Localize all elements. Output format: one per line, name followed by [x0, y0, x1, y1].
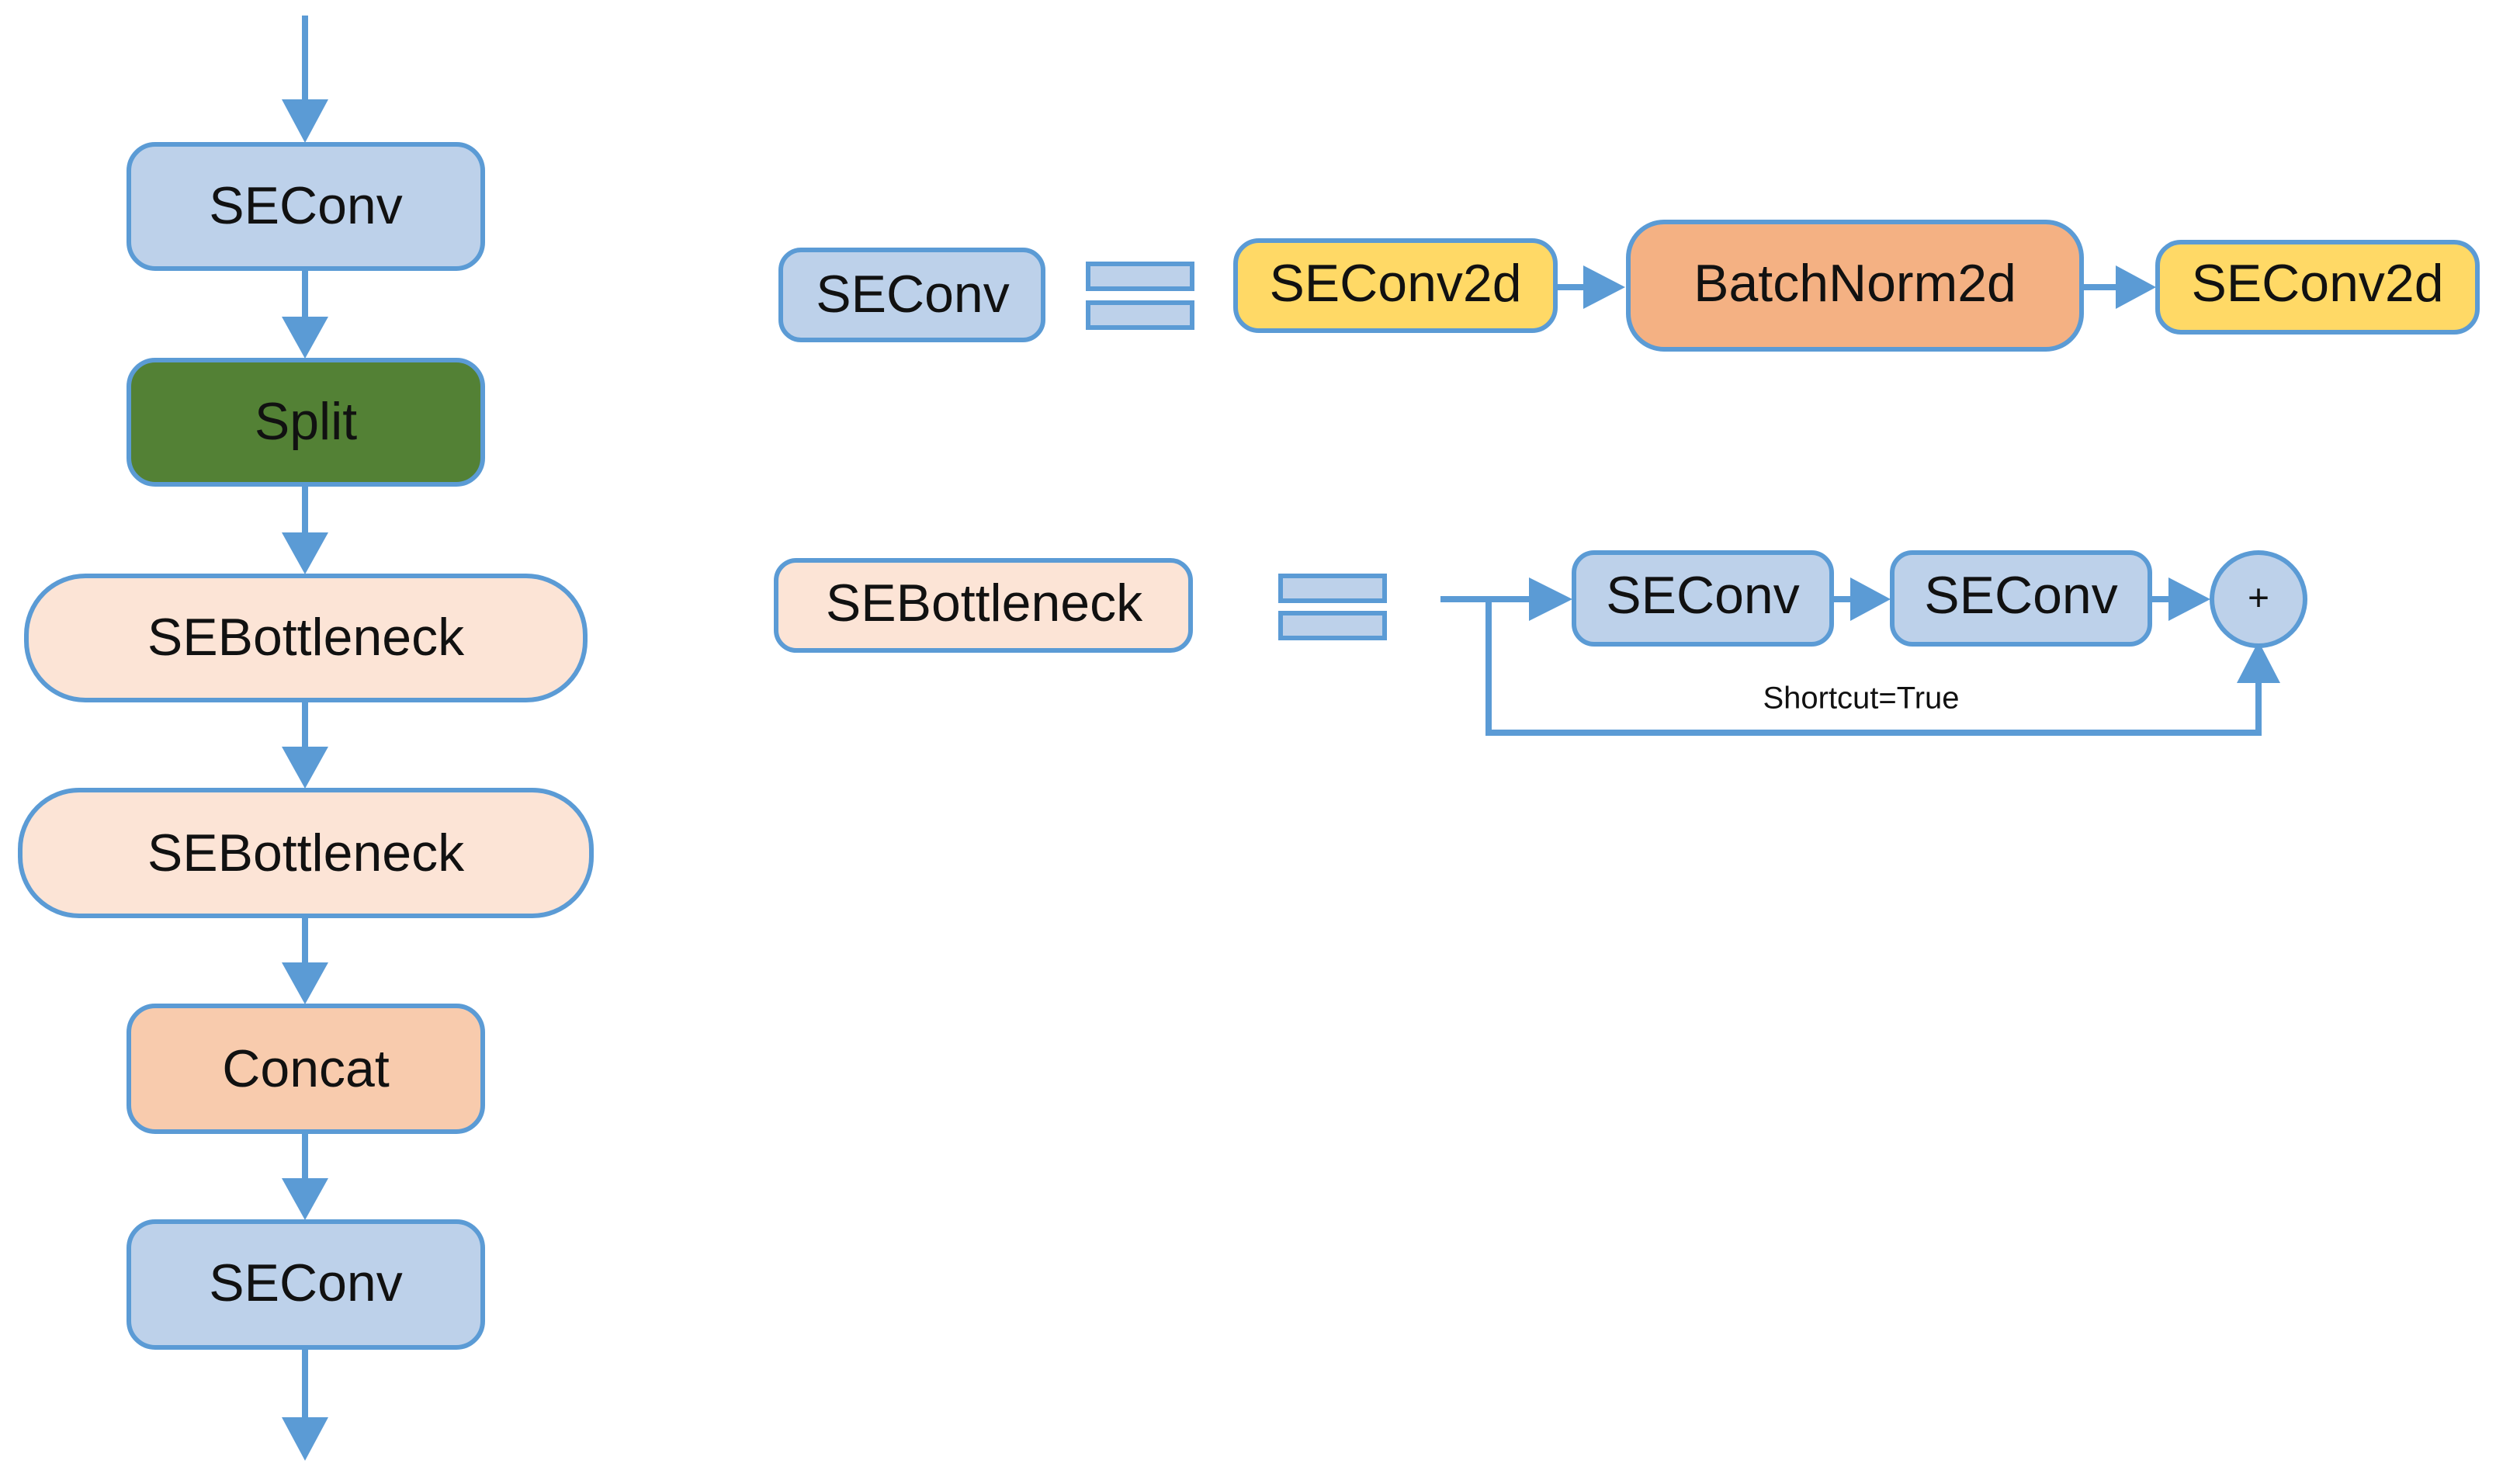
step-seconv-2: SEConv	[1890, 550, 2152, 647]
edge-batchnorm-to-seconv2d	[2082, 265, 2156, 309]
term-sebottleneck: SEBottleneck	[774, 558, 1193, 653]
equals-icon	[1278, 574, 1387, 640]
node-label: Split	[255, 392, 357, 451]
step-seconv2d-1: SEConv2d	[1233, 238, 1558, 333]
arrowhead	[2168, 577, 2210, 621]
arrowhead	[282, 317, 328, 359]
node-label: Concat	[222, 1039, 390, 1098]
node-seconv-top: SEConv	[127, 142, 485, 271]
seconv-definition: SEConv SEConv2d BatchNorm2d SEConv2d	[778, 220, 2480, 352]
node-bottleneck-2: SEBottleneck	[18, 788, 594, 918]
arrowhead	[282, 1178, 328, 1220]
node-seconv-bottom: SEConv	[127, 1219, 485, 1350]
node-bottleneck-1: SEBottleneck	[24, 574, 588, 702]
arrowhead	[1850, 577, 1891, 621]
node-label: SEConv	[209, 176, 402, 235]
edge-input-to-seconv	[1440, 577, 1572, 621]
step-batchnorm2d: BatchNorm2d	[1626, 220, 2084, 352]
arrowhead	[282, 99, 328, 143]
term-label: SEBottleneck	[826, 574, 1143, 633]
arrowhead	[1529, 577, 1572, 621]
step-seconv-1: SEConv	[1572, 550, 1834, 647]
step-label: SEConv2d	[1269, 254, 1521, 313]
step-label: BatchNorm2d	[1693, 254, 2016, 313]
plus-icon: +	[2248, 578, 2269, 619]
shortcut-path	[1485, 599, 2262, 736]
shortcut-label: Shortcut=True	[1763, 681, 1959, 716]
term-seconv: SEConv	[778, 248, 1045, 342]
step-label: SEConv	[1606, 566, 1799, 625]
arrowhead	[2116, 265, 2156, 309]
node-split: Split	[127, 358, 485, 487]
term-label: SEConv	[816, 265, 1009, 324]
edge-seconv-to-seconv	[1832, 577, 1891, 621]
add-node: +	[2210, 550, 2307, 648]
arrowhead	[282, 962, 328, 1004]
node-concat: Concat	[127, 1004, 485, 1134]
node-label: SEConv	[209, 1253, 402, 1312]
node-label: SEBottleneck	[147, 823, 465, 882]
equals-icon	[1086, 262, 1194, 330]
node-label: SEBottleneck	[147, 608, 465, 667]
left-column-edges	[282, 16, 328, 1461]
arrowhead	[2237, 641, 2280, 683]
arrowhead	[282, 1417, 328, 1461]
edge-seconv-to-add	[2150, 577, 2210, 621]
step-seconv2d-2: SEConv2d	[2155, 240, 2480, 335]
step-label: SEConv2d	[2191, 254, 2443, 313]
bottleneck-definition: SEBottleneck SEConv SEConv	[774, 550, 2307, 736]
arrowhead	[282, 532, 328, 574]
arrowhead	[282, 747, 328, 789]
edge-seconv2d-to-batchnorm	[1555, 265, 1625, 309]
arrowhead	[1583, 265, 1625, 309]
step-label: SEConv	[1924, 566, 2117, 625]
